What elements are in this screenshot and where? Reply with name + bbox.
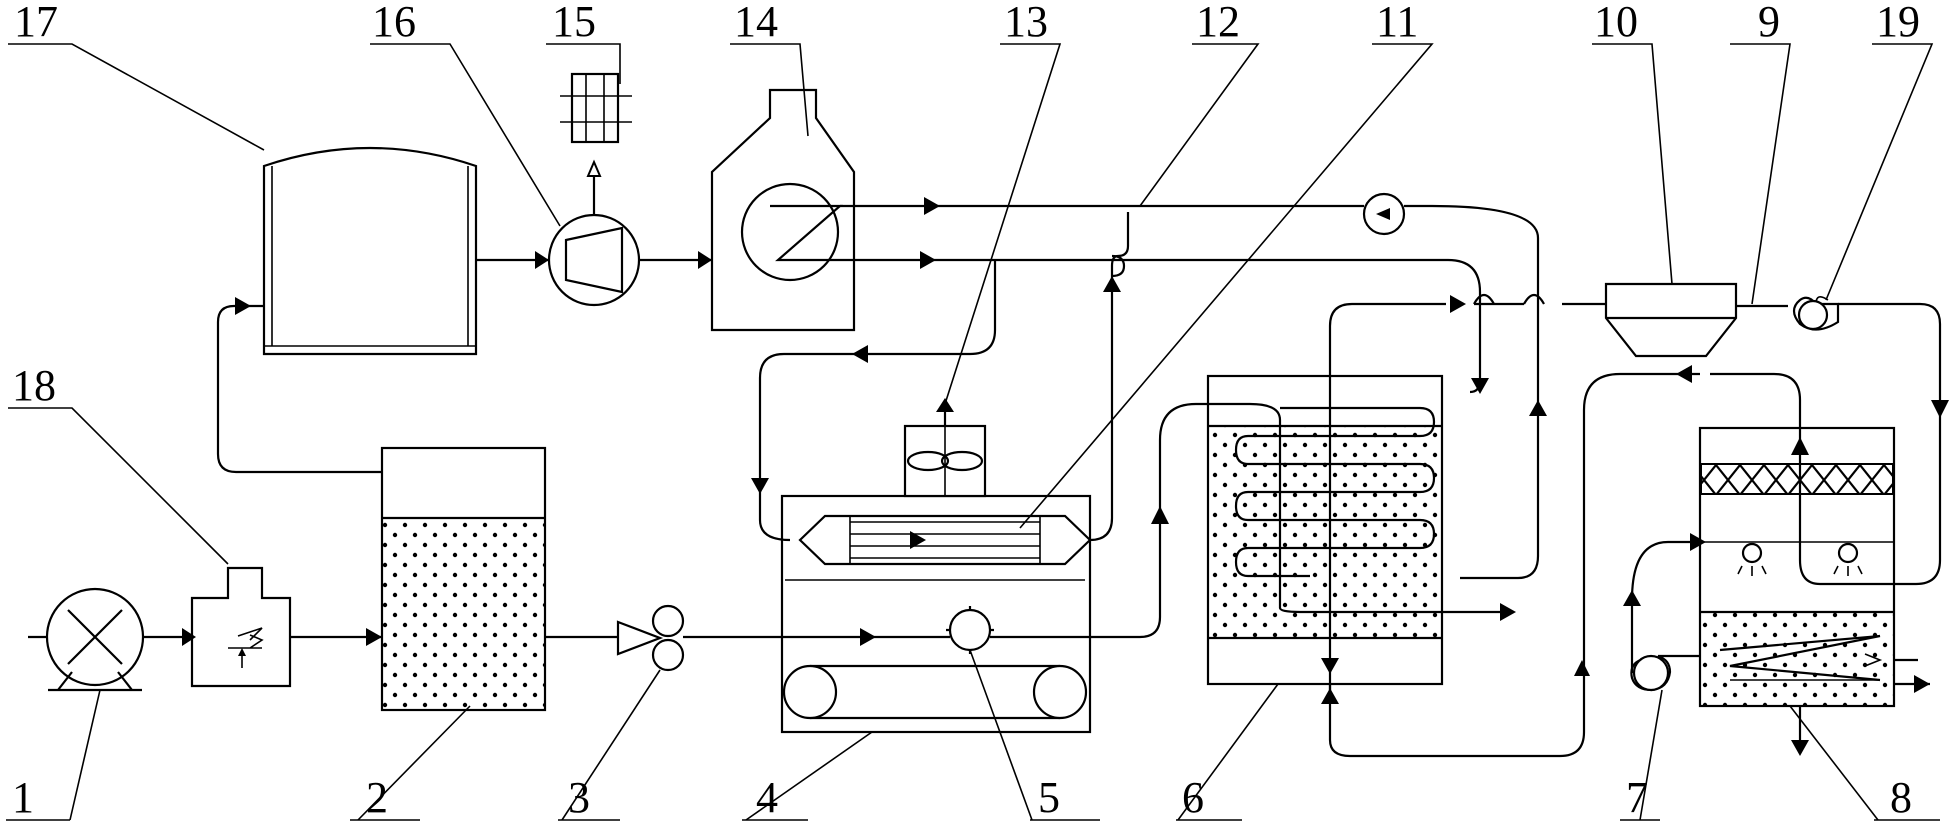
leader-lines bbox=[6, 43, 1940, 821]
label-10: 10 bbox=[1594, 0, 1638, 46]
equipment-labels: 17 16 15 14 13 12 11 10 9 19 18 1 2 3 4 … bbox=[12, 0, 1920, 822]
label-16: 16 bbox=[372, 0, 416, 46]
label-3: 3 bbox=[568, 773, 590, 822]
equipment-8-scrubber-tower bbox=[1698, 426, 1896, 708]
label-7: 7 bbox=[1626, 773, 1648, 822]
label-5: 5 bbox=[1038, 773, 1060, 822]
label-13: 13 bbox=[1004, 0, 1048, 46]
label-6: 6 bbox=[1182, 773, 1204, 822]
label-11: 11 bbox=[1376, 0, 1418, 46]
label-17: 17 bbox=[14, 0, 58, 46]
equipment-16-compressor bbox=[547, 213, 641, 307]
equipment-15-vent-unit bbox=[560, 72, 632, 144]
equipment-14-heat-pump bbox=[710, 88, 856, 332]
equipment-2-tank bbox=[380, 446, 547, 712]
label-14: 14 bbox=[734, 0, 778, 46]
label-18: 18 bbox=[12, 361, 56, 410]
equipment-19-fan bbox=[1792, 296, 1840, 331]
equipment-7-pump bbox=[1630, 654, 1700, 692]
label-2: 2 bbox=[366, 773, 388, 822]
equipment-18-heater bbox=[190, 566, 292, 688]
flow-arrows bbox=[182, 197, 1949, 756]
label-1: 1 bbox=[12, 773, 34, 822]
label-9: 9 bbox=[1758, 0, 1780, 46]
label-15: 15 bbox=[552, 0, 596, 46]
label-4: 4 bbox=[756, 773, 778, 822]
equipment-6-packed-column bbox=[1206, 374, 1444, 686]
equipment-10-separator bbox=[1604, 282, 1738, 358]
label-8: 8 bbox=[1890, 773, 1912, 822]
label-19: 19 bbox=[1876, 0, 1920, 46]
equipment-3-feeder bbox=[616, 604, 685, 672]
equipment-17-storage-vessel bbox=[262, 146, 478, 356]
equipment-4-belt-dryer bbox=[780, 424, 1092, 734]
label-12: 12 bbox=[1196, 0, 1240, 46]
equipment-11-heat-exchanger bbox=[798, 514, 1092, 566]
equipment-1-pump bbox=[45, 587, 145, 692]
